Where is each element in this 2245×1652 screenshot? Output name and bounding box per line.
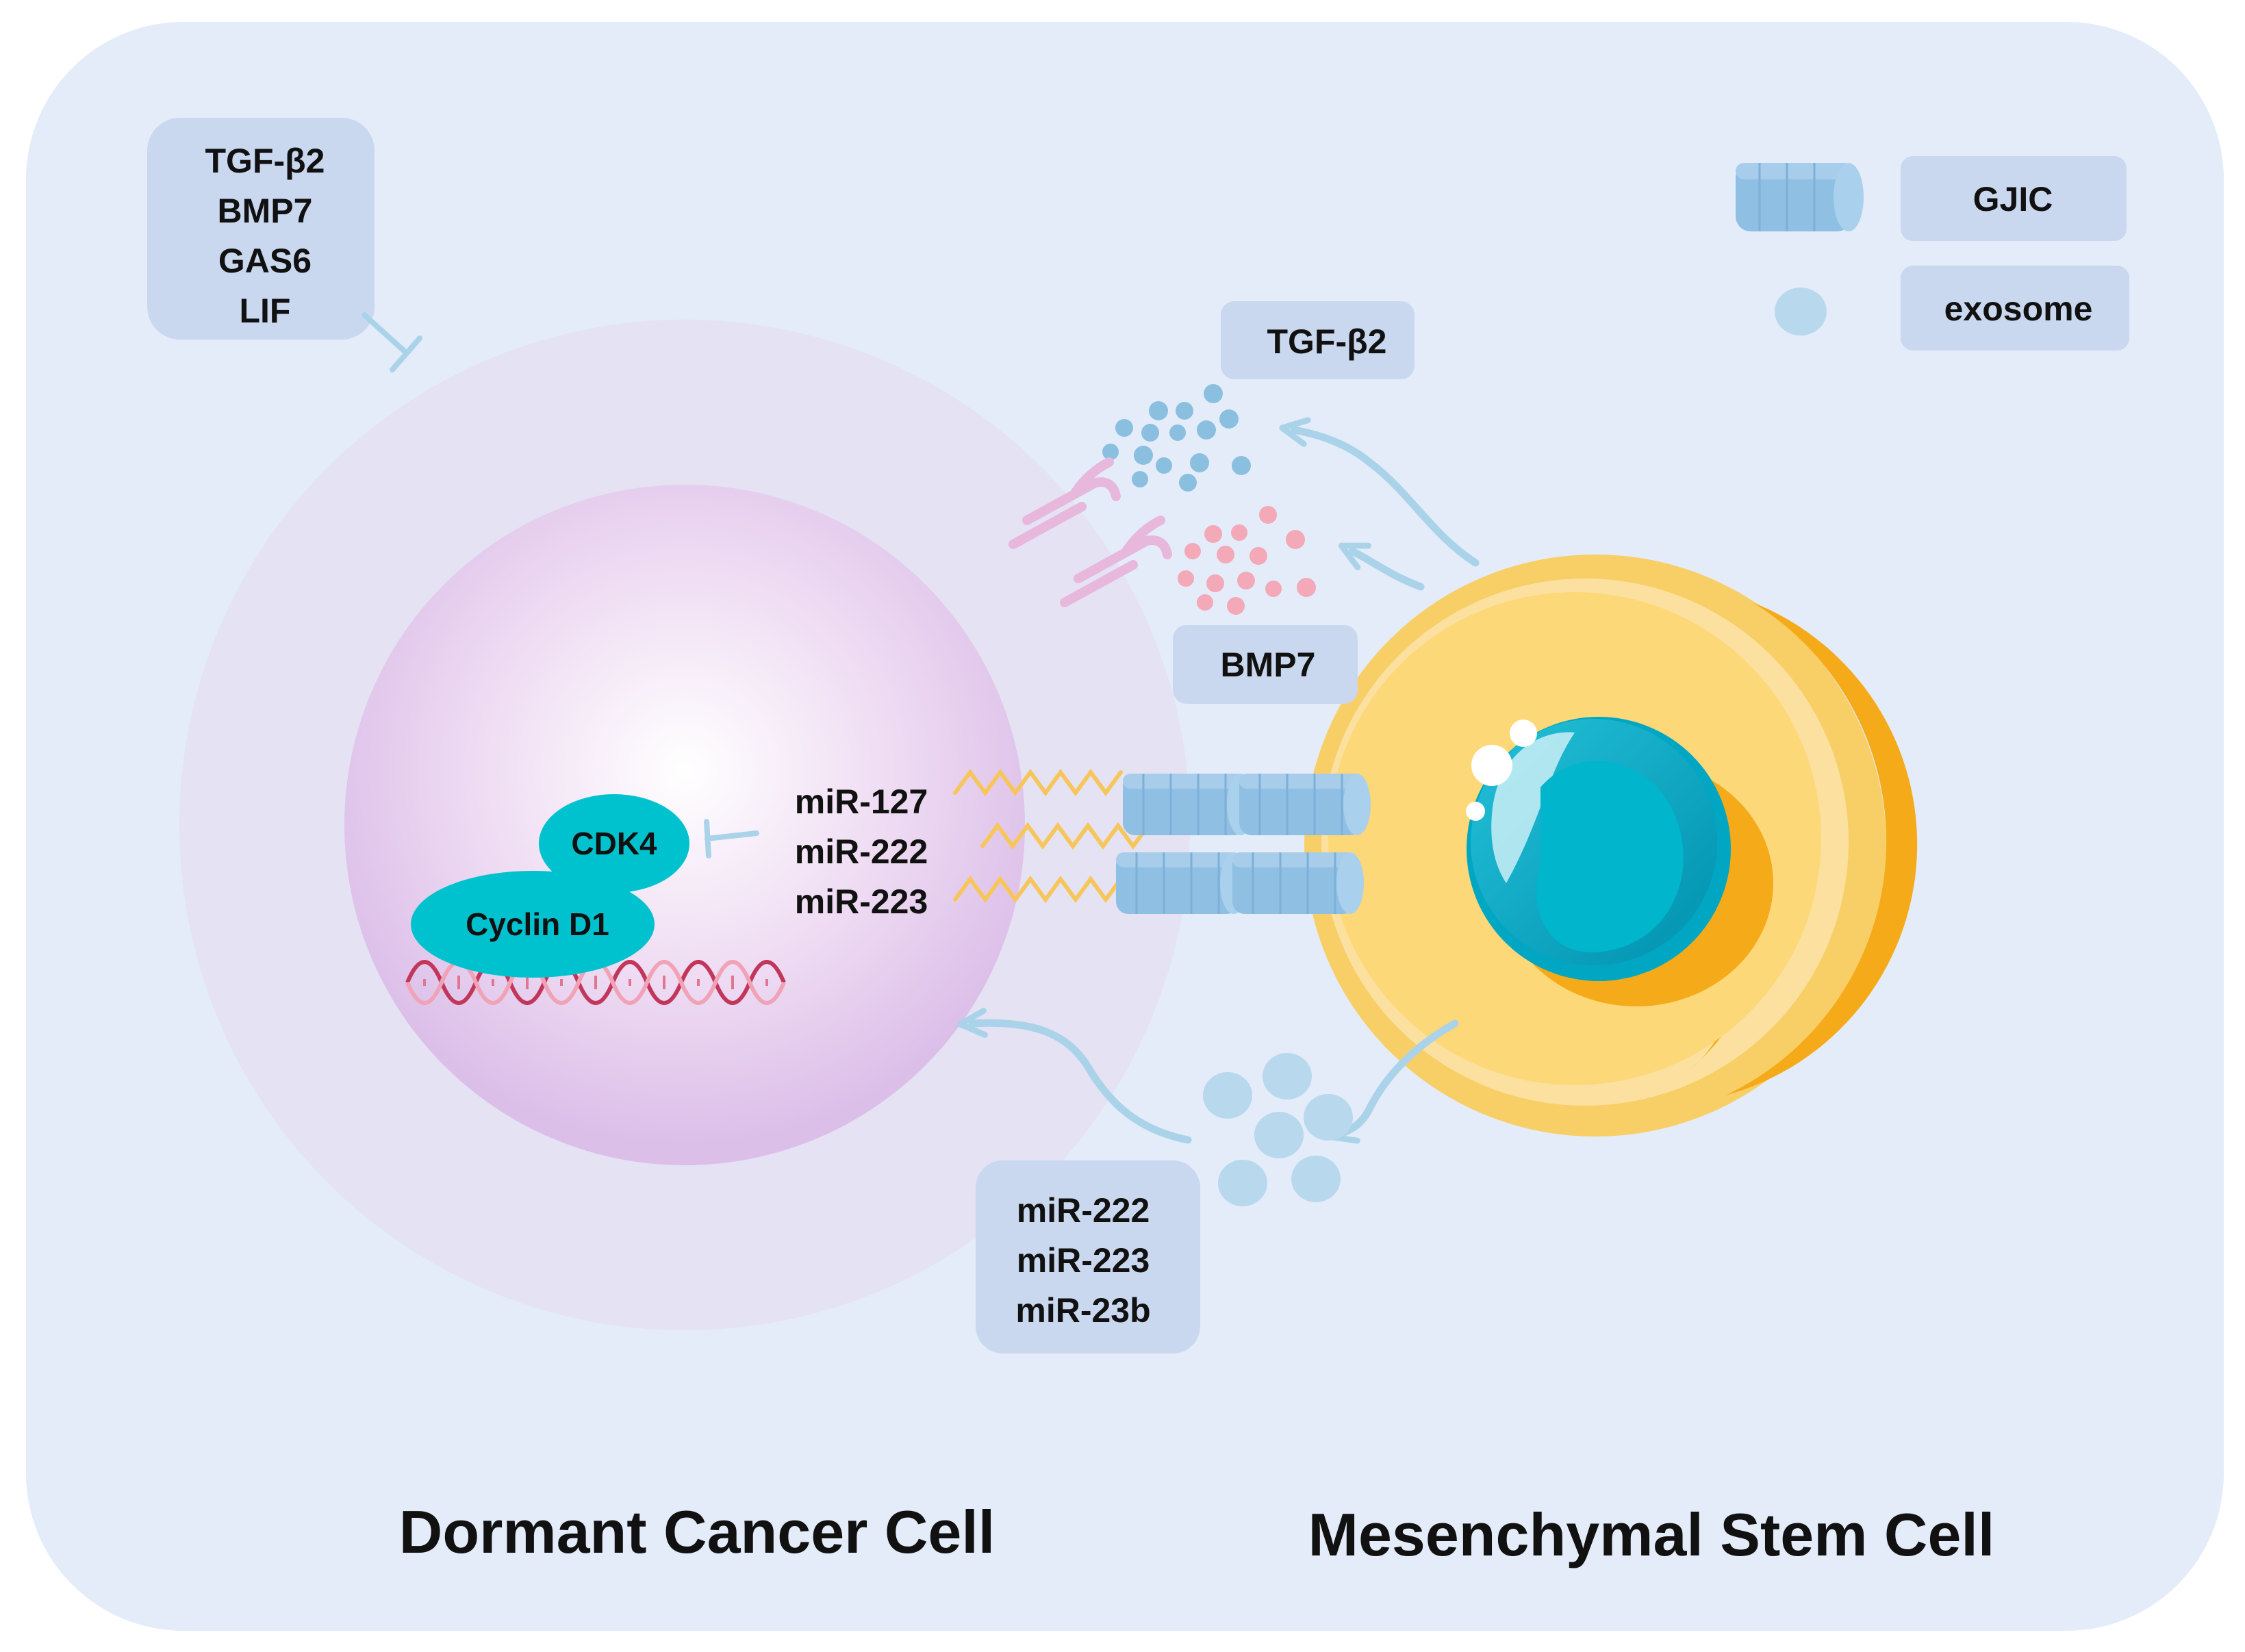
factors-inhibit-arrow [362, 312, 422, 372]
legend-gjic-box [1901, 156, 2127, 241]
cyclin-d1-protein [411, 871, 655, 978]
tgf-b2-particles [1102, 384, 1251, 492]
factor-4: LIF [240, 292, 291, 330]
bmp7-particles [1178, 506, 1316, 615]
stem-cell-caption: Mesenchymal Stem Cell [1308, 1501, 1995, 1568]
cdk4-protein [539, 794, 689, 893]
stem-cell-nucleus [1466, 717, 1731, 981]
legend-gjic-label: GJIC [1973, 180, 2053, 218]
cyclin-d1-label: Cyclin D1 [466, 906, 609, 942]
tgf-b2-box [1221, 301, 1415, 379]
bmp7-box [1173, 625, 1358, 704]
factor-3: GAS6 [218, 242, 312, 280]
exosome-release-arrow [1327, 1019, 1459, 1144]
legend-exosome-box [1901, 266, 2129, 351]
factors-box [147, 118, 375, 340]
gjic-mirna-3: miR-223 [795, 882, 928, 921]
bmp7-label: BMP7 [1221, 646, 1316, 684]
mirna-wave-icons [953, 768, 1150, 904]
receptor-icons [1009, 457, 1172, 607]
exosome-cluster [1203, 1053, 1353, 1206]
exosome-uptake-arrow [957, 1008, 1192, 1144]
exosome-mirna-3: miR-23b [1015, 1291, 1150, 1330]
exosome-mirna-2: miR-223 [1017, 1241, 1150, 1280]
bmp-secretion-arrow [1338, 542, 1425, 591]
tgf-secretion-arrow [1279, 417, 1480, 567]
legend-exosome-label: exosome [1944, 290, 2093, 328]
tgf-b2-label: TGF-β2 [1267, 322, 1387, 361]
factor-1: TGF-β2 [205, 142, 325, 180]
cdk4-label: CDK4 [571, 826, 657, 861]
gjic-channel-icon [1736, 163, 1864, 231]
exosome-mirna-1: miR-222 [1017, 1191, 1150, 1230]
exosome-mirna-box [976, 1160, 1200, 1354]
exosome-dot-icon [1775, 288, 1827, 335]
mirna-inhibits-cdk4-arrow [704, 819, 759, 859]
cancer-cell-nucleus [344, 485, 1025, 1165]
factor-2: BMP7 [218, 192, 313, 230]
gjic-mirna-2: miR-222 [795, 833, 928, 871]
cancer-cell-caption: Dormant Cancer Cell [399, 1498, 995, 1566]
gjic-mirna-1: miR-127 [795, 783, 928, 821]
